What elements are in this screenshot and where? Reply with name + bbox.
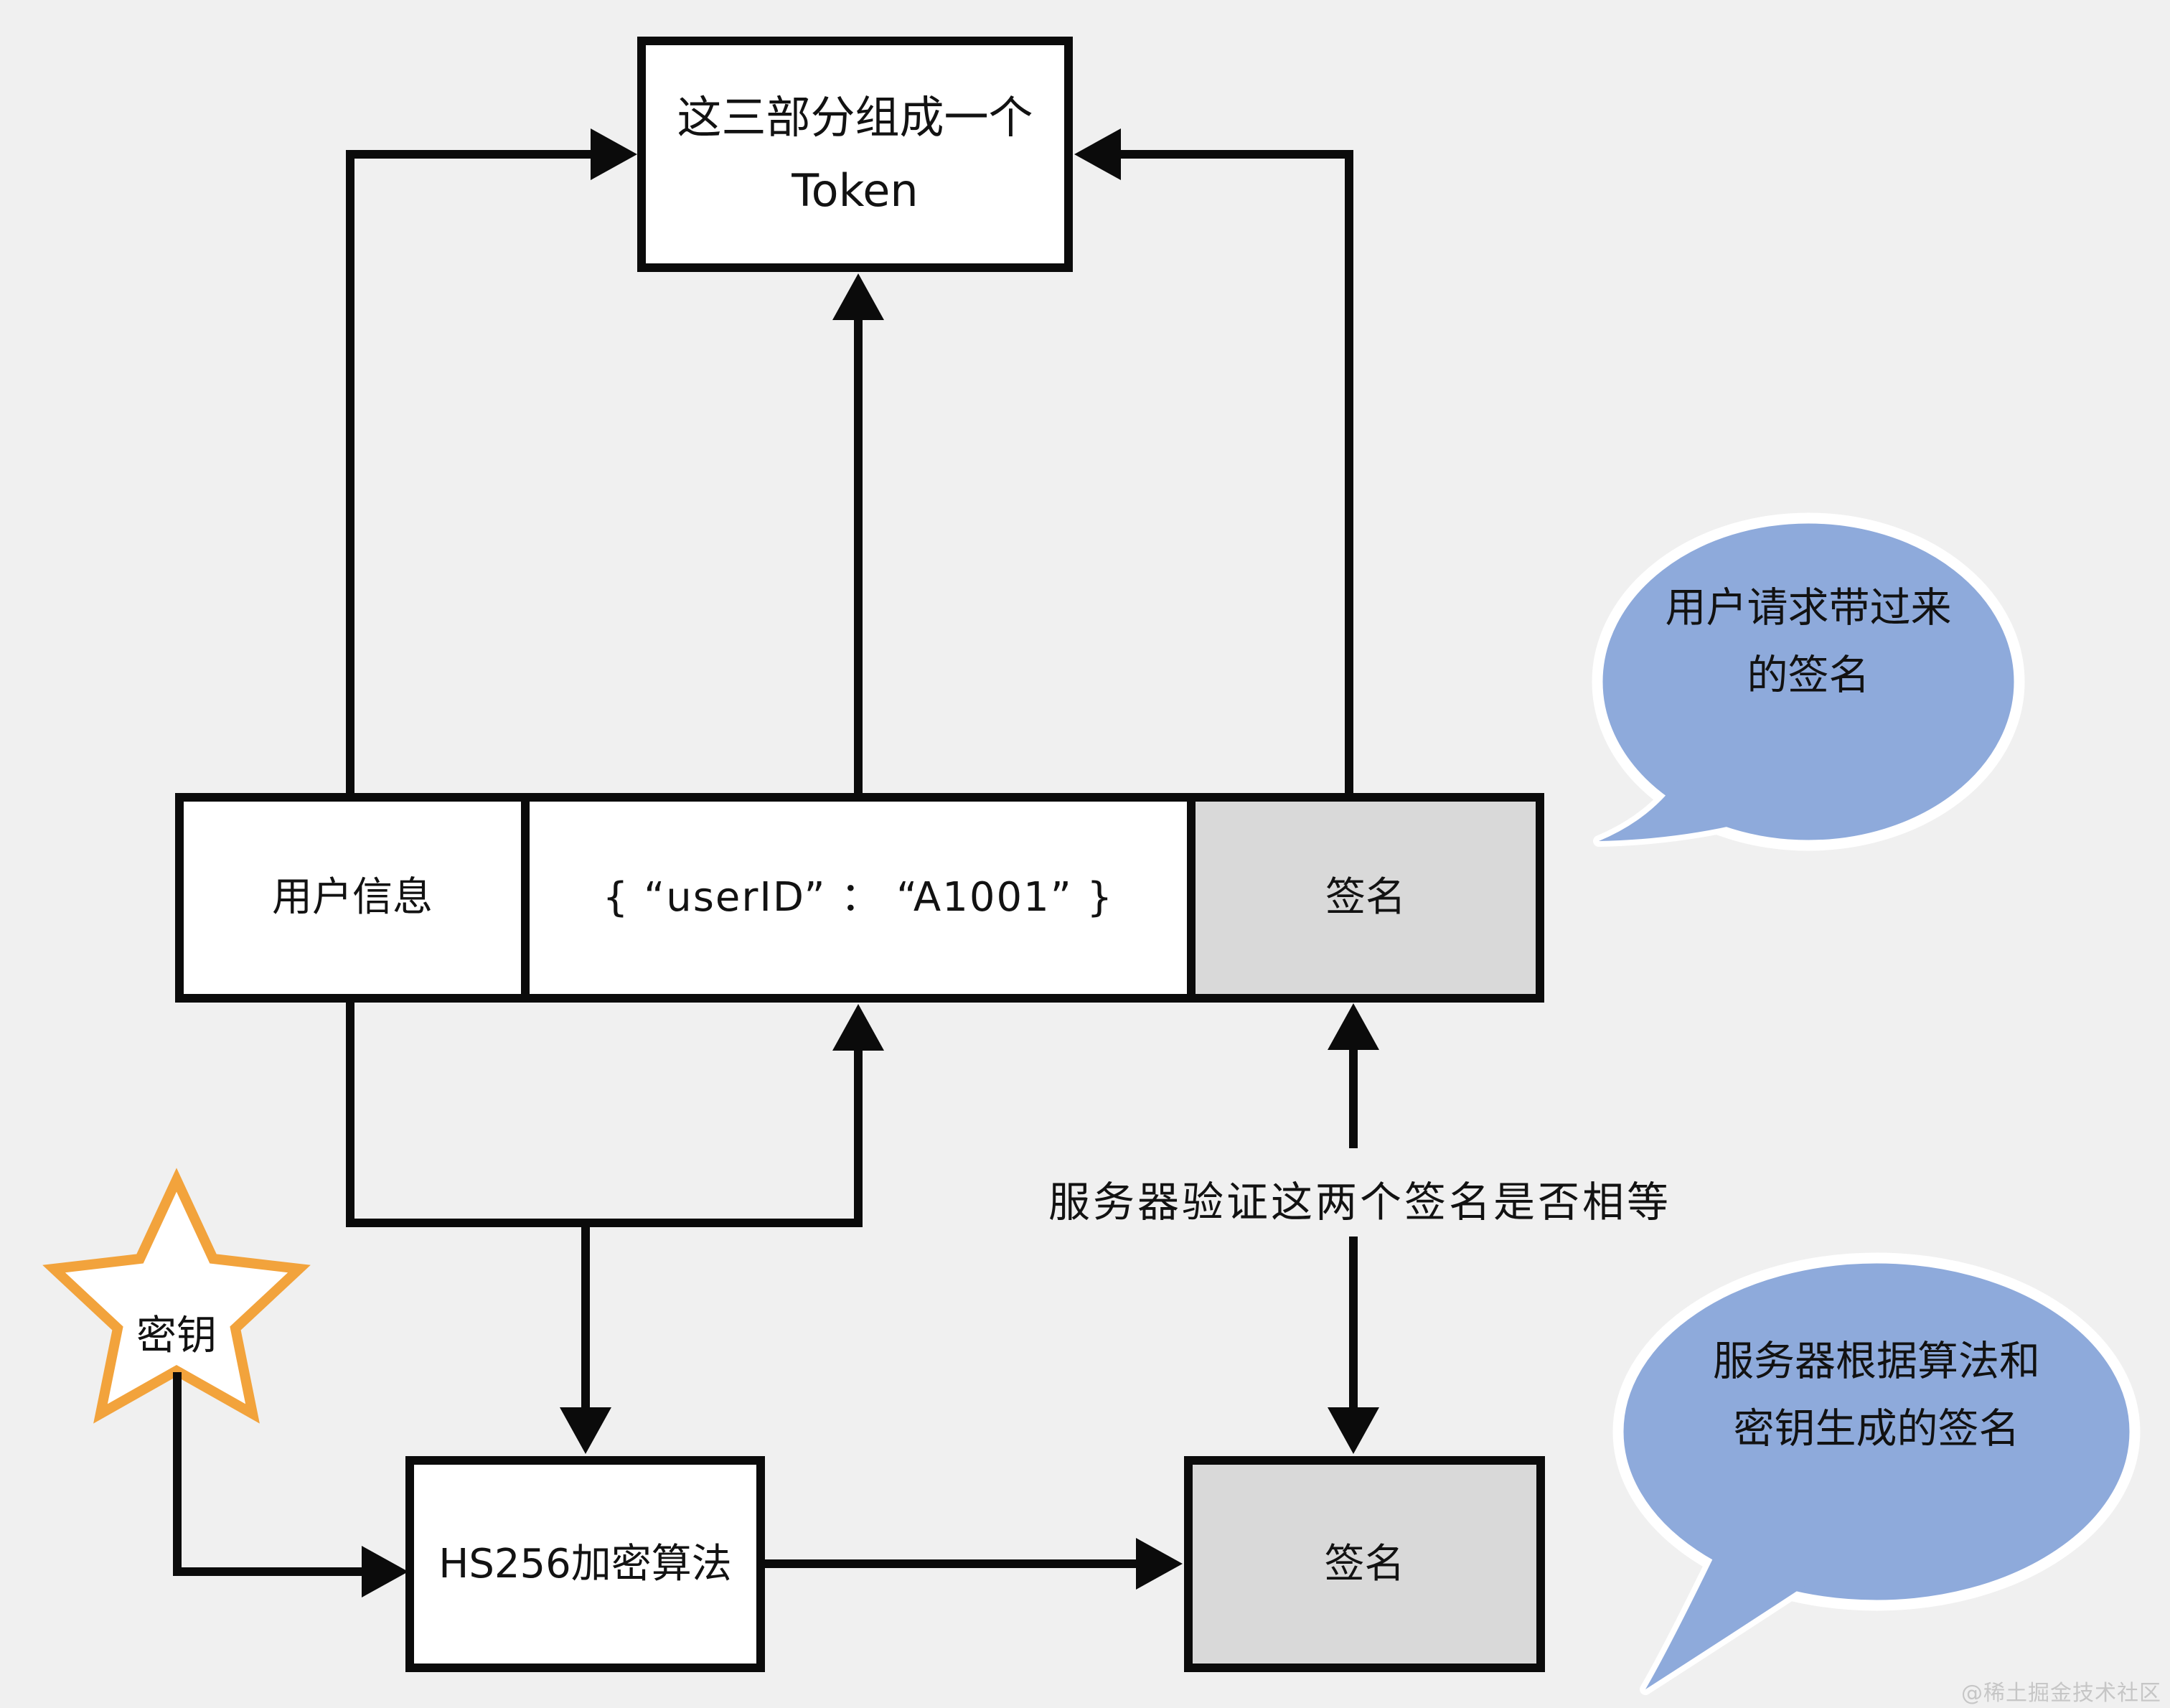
connector-signature-to-token — [1114, 150, 1353, 793]
arrowhead-into-signature-left — [1136, 1538, 1183, 1590]
hs256-box: HS256加密算法 — [405, 1456, 765, 1672]
arrowhead-into-token-left — [591, 128, 637, 180]
user-info-label: 用户信息 — [272, 874, 433, 921]
arrowhead-into-token-bottom — [832, 273, 884, 320]
speech-bubble-tail-fill — [1599, 779, 1740, 841]
speech-bubble-ellipse — [1592, 512, 2025, 851]
speech-bubble-tail-fill — [1645, 1539, 1805, 1689]
arrowhead-into-hs256-left — [362, 1546, 408, 1597]
token-box: 这三部分组成一个 Token — [637, 37, 1073, 272]
bubble-server-signature-text: 服务器根据算法和 密钥生成的签名 — [1650, 1328, 2103, 1463]
speech-bubble-server-signature-shape — [1612, 1252, 2141, 1695]
token-box-line1: 这三部分组成一个 — [677, 90, 1033, 144]
bubble-user-signature-text: 用户请求带过来 的签名 — [1607, 574, 2009, 709]
server-signature-label: 签名 — [1324, 1540, 1405, 1587]
token-box-line2: Token — [792, 164, 919, 217]
server-signature-box: 签名 — [1184, 1456, 1545, 1672]
watermark: @稀土掘金技术社区 — [1961, 1681, 2161, 1706]
arrowhead-into-server-signature-top — [1328, 1407, 1379, 1454]
speech-bubble-user-signature-shape — [1592, 512, 2025, 851]
signature-cell: 签名 — [1187, 793, 1544, 1003]
bubble-server-signature-line2: 密钥生成的签名 — [1733, 1405, 2020, 1453]
speech-bubble-ellipse — [1612, 1252, 2141, 1611]
connector-userinfo-to-token — [346, 150, 598, 793]
hs256-label: HS256加密算法 — [438, 1540, 732, 1587]
arrowhead-into-signature-cell-bottom — [1328, 1003, 1379, 1050]
key-star-icon — [42, 1168, 311, 1424]
key-star-label: 密钥 — [136, 1313, 217, 1359]
connector-userinfo-loop-to-payload — [346, 1000, 863, 1227]
user-info-cell: 用户信息 — [175, 793, 530, 1003]
arrowhead-into-hs256-top — [560, 1407, 611, 1454]
payload-label: { “userID” ： “A1001” } — [602, 874, 1114, 921]
arrowhead-into-payload-bottom — [832, 1004, 884, 1051]
arrowhead-into-token-right — [1074, 128, 1121, 180]
payload-cell: { “userID” ： “A1001” } — [521, 793, 1196, 1003]
verify-signatures-text: 服务器验证这两个签名是否相等 — [1048, 1178, 1671, 1226]
connector-key-to-hs256 — [173, 1372, 367, 1576]
signature-cell-label: 签名 — [1325, 874, 1406, 921]
bubble-server-signature-line1: 服务器根据算法和 — [1713, 1338, 2040, 1385]
bubble-user-signature-line1: 用户请求带过来 — [1665, 584, 1952, 632]
bubble-user-signature-line2: 的签名 — [1747, 652, 1870, 700]
